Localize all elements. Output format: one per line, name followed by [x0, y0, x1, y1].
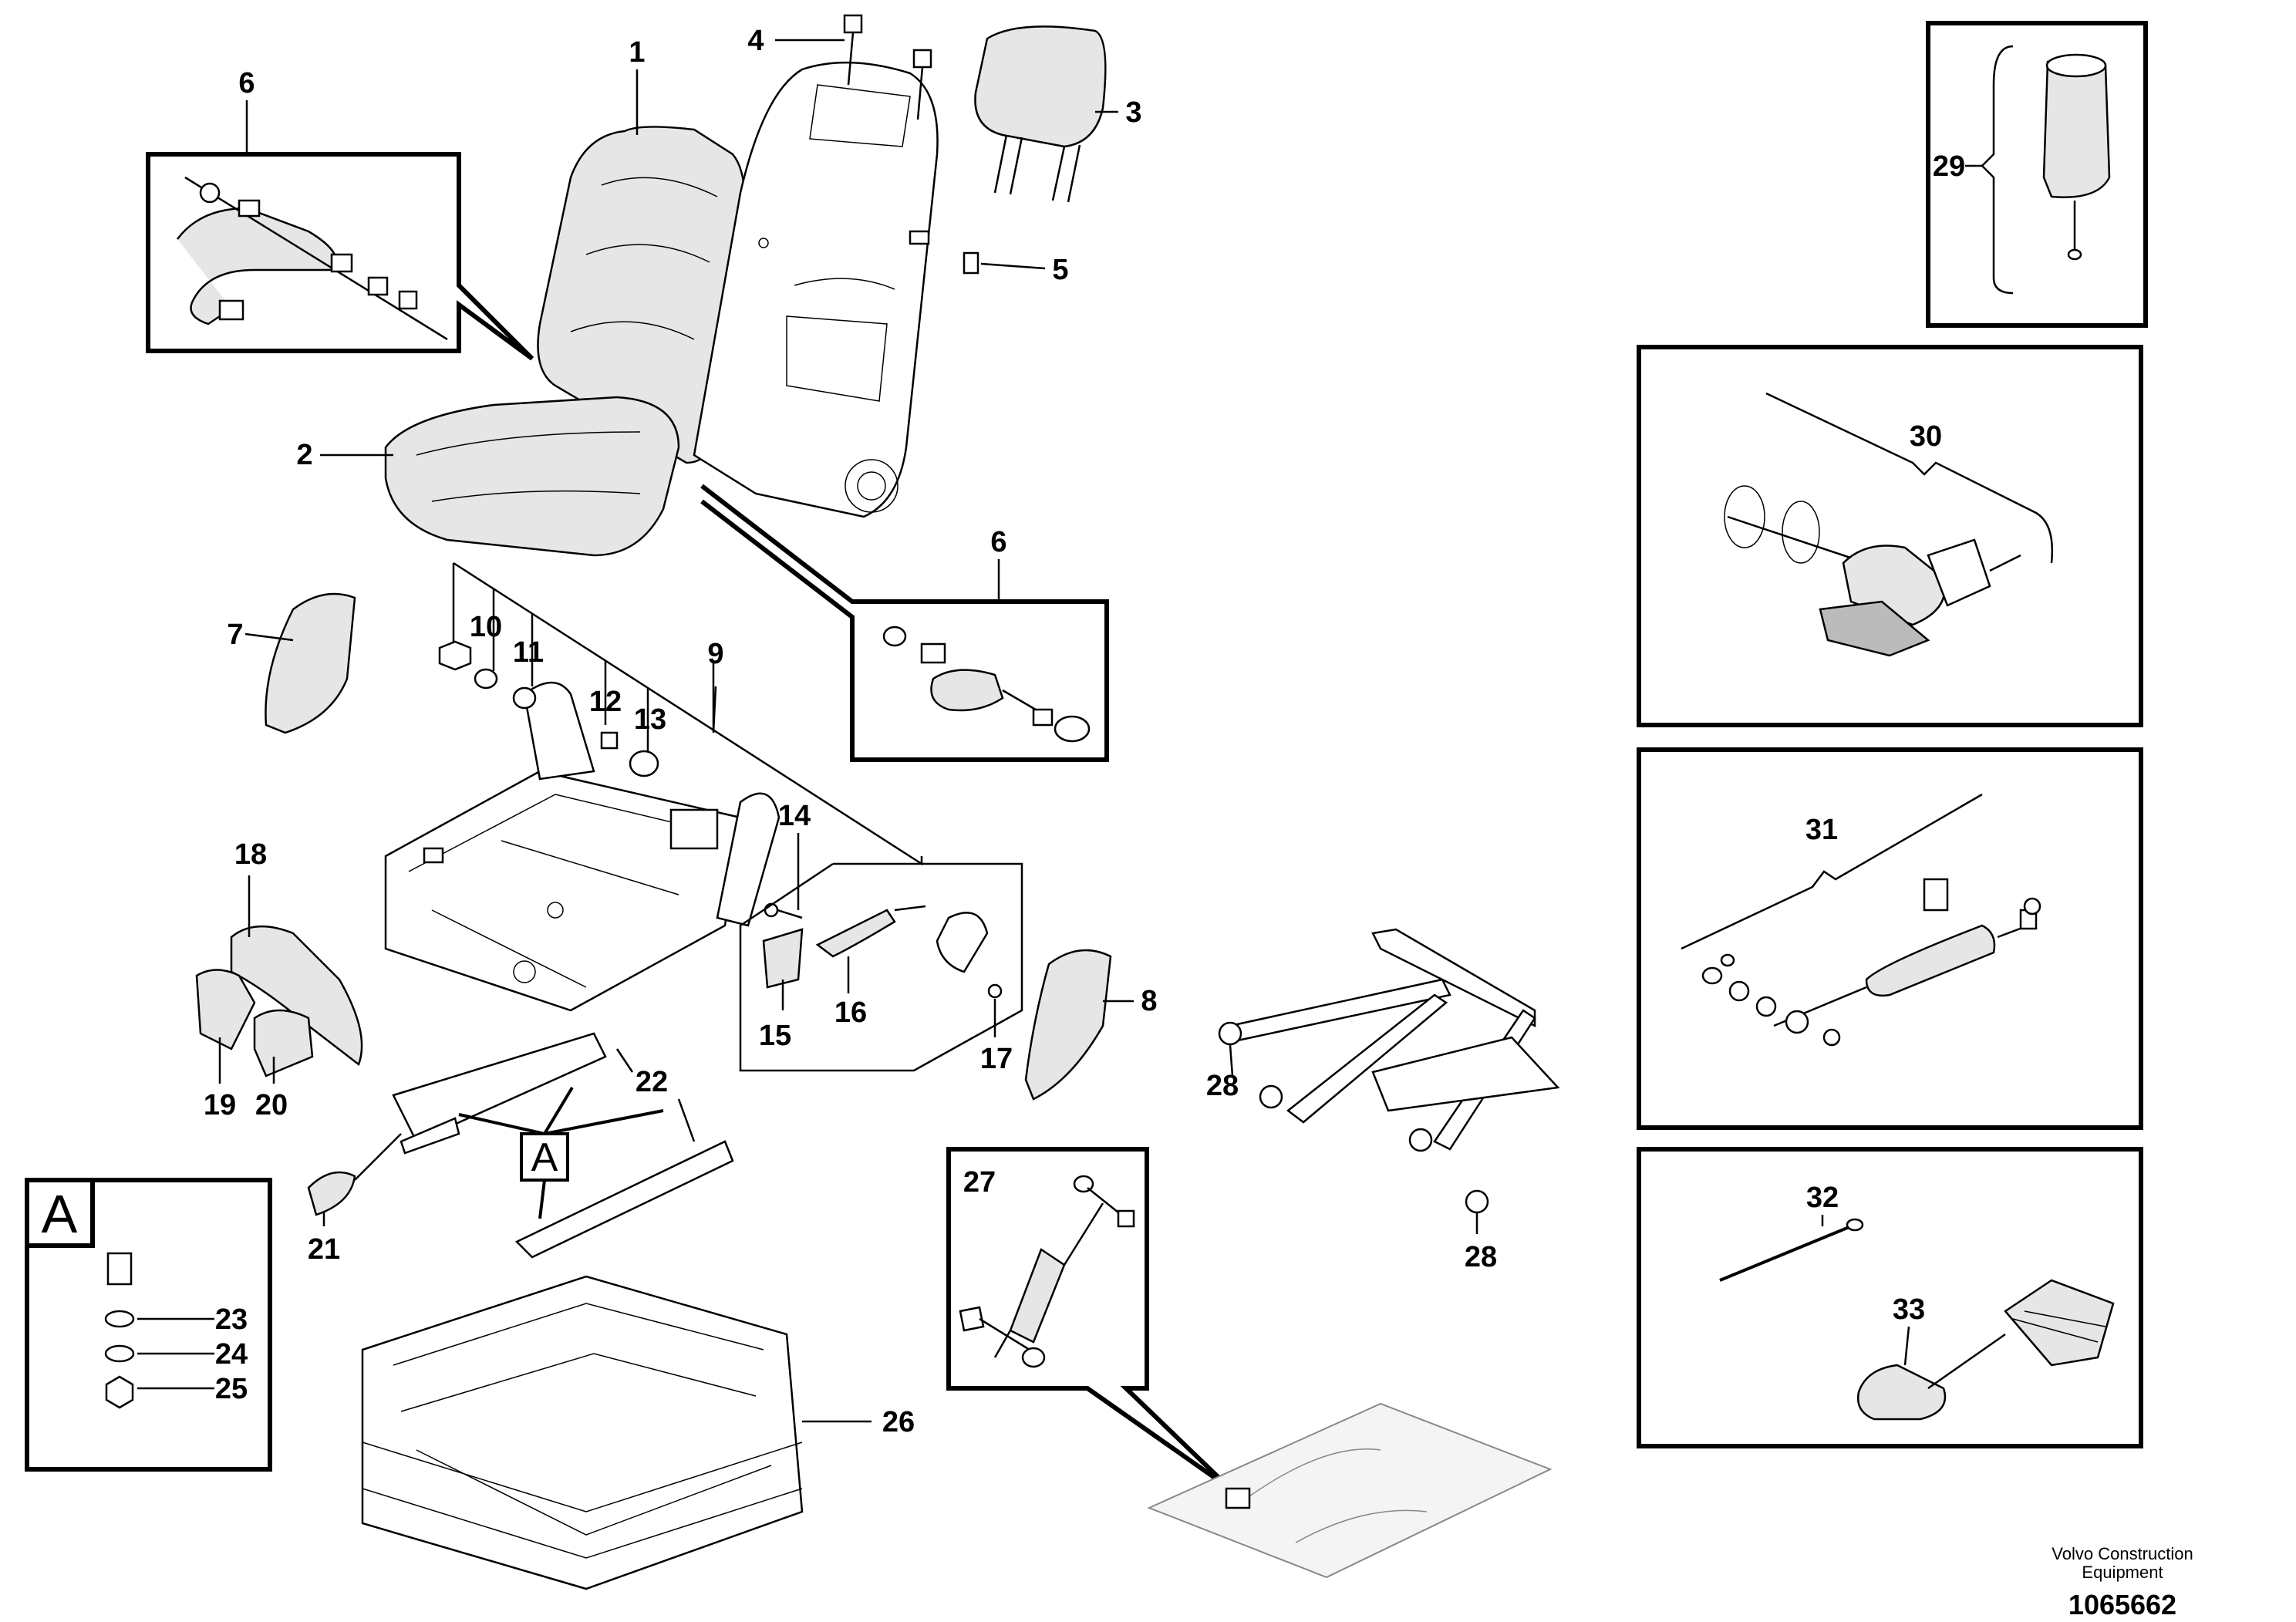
label-29: 29 — [1933, 150, 1965, 183]
label-15: 15 — [759, 1020, 791, 1052]
frame-fasteners — [438, 640, 803, 919]
suspension-base — [361, 1275, 804, 1590]
brand-line-2: Equipment — [2082, 1563, 2163, 1582]
label-18: 18 — [234, 838, 267, 871]
slide-rails — [307, 1032, 734, 1259]
detail-box-29 — [1926, 21, 2148, 328]
label-25: 25 — [215, 1373, 248, 1405]
side-cover-right — [1024, 949, 1112, 1101]
label-7: 7 — [227, 619, 243, 651]
label-30: 30 — [1910, 420, 1942, 453]
scissor-suspension — [1218, 928, 1560, 1214]
label-6-top: 6 — [238, 67, 255, 99]
seat-frame — [384, 681, 781, 1012]
label-33: 33 — [1893, 1293, 1925, 1326]
label-16: 16 — [834, 996, 867, 1029]
detail-box-31 — [1637, 747, 2143, 1130]
label-5: 5 — [1052, 254, 1068, 286]
label-11: 11 — [513, 636, 544, 669]
seat-cushion — [384, 396, 680, 557]
backrest-shell — [693, 61, 939, 518]
headrest — [974, 25, 1107, 203]
label-17: 17 — [980, 1043, 1013, 1075]
label-9: 9 — [707, 638, 723, 670]
label-28-left: 28 — [1206, 1070, 1239, 1102]
detail-box-letter: A — [42, 1184, 78, 1244]
label-1: 1 — [629, 36, 645, 69]
callout-A — [458, 1086, 664, 1219]
label-3: 3 — [1125, 96, 1141, 129]
label-24: 24 — [215, 1338, 248, 1371]
label-19: 19 — [204, 1089, 236, 1121]
label-32: 32 — [1806, 1182, 1839, 1214]
label-4: 4 — [747, 25, 764, 57]
gas-spring-detail-box — [946, 1147, 1232, 1491]
detail-box-30 — [1637, 345, 2143, 727]
label-20: 20 — [255, 1089, 288, 1121]
lever-handle — [762, 905, 1003, 999]
label-21: 21 — [308, 1233, 340, 1266]
detail-box-32-33 — [1637, 1147, 2143, 1448]
label-6-right: 6 — [990, 526, 1006, 558]
label-8: 8 — [1141, 985, 1157, 1017]
headrest-screws — [843, 14, 932, 120]
label-22: 22 — [636, 1066, 668, 1098]
label-27: 27 — [963, 1166, 996, 1199]
seat-belt-detail-box — [146, 152, 534, 361]
side-cover-left — [265, 592, 356, 734]
label-31: 31 — [1805, 814, 1838, 846]
label-26: 26 — [882, 1406, 915, 1438]
brand-line-1: Volvo Construction — [2052, 1544, 2193, 1563]
label-14: 14 — [778, 800, 811, 832]
label-23: 23 — [215, 1303, 248, 1336]
label-13: 13 — [634, 703, 666, 736]
callout-letter: A — [531, 1135, 558, 1180]
label-2: 2 — [296, 439, 312, 471]
document-number: 1065662 — [2068, 1589, 2176, 1620]
label-plate — [963, 251, 979, 275]
lever-bracket — [739, 862, 1023, 1072]
label-28-right: 28 — [1465, 1241, 1497, 1273]
label-12: 12 — [589, 686, 622, 718]
lower-covers — [195, 925, 363, 1077]
label-10: 10 — [470, 611, 502, 643]
detail-box-A — [25, 1178, 272, 1472]
leader-lines — [137, 39, 1982, 1423]
part-labels: 1 2 3 4 5 6 6 7 8 9 10 11 12 13 14 15 16… — [204, 25, 1965, 1438]
base-plate — [1147, 1402, 1553, 1579]
belt-buckle-detail-box — [700, 484, 1109, 762]
